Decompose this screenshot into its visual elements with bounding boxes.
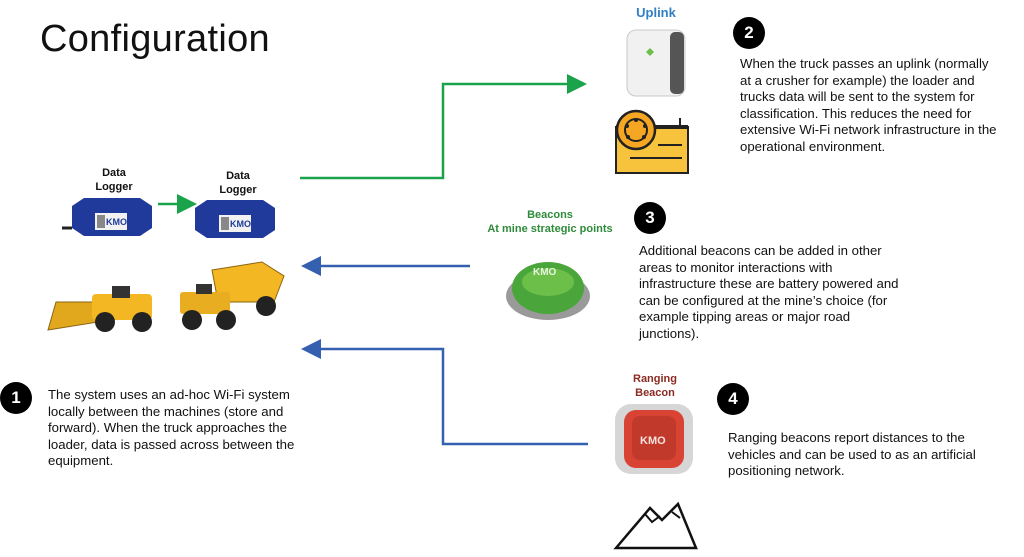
step-2-text: When the truck passes an uplink (normall… (740, 56, 997, 154)
beacon-brand: KMO (533, 267, 557, 278)
step-3-text: Additional beacons can be added in other… (639, 243, 899, 341)
page-title: Configuration (40, 18, 270, 60)
step-4-badge: 4 (717, 383, 749, 415)
ranging-arrow (301, 339, 588, 446)
uplink-label: Uplink (636, 5, 676, 20)
step-1-text: The system uses an ad-hoc Wi-Fi system l… (48, 387, 295, 468)
step-2-badge: 2 (733, 17, 765, 49)
uplink-arrow (300, 74, 587, 180)
step-1-badge: 1 (0, 382, 32, 414)
step-3-badge: 3 (634, 202, 666, 234)
step-4-text: Ranging beacons report distances to the … (728, 430, 976, 478)
ranging-brand: KMO (640, 435, 666, 447)
logger-2-brand: KMO (230, 219, 251, 229)
logger-1-brand: KMO (106, 217, 127, 227)
